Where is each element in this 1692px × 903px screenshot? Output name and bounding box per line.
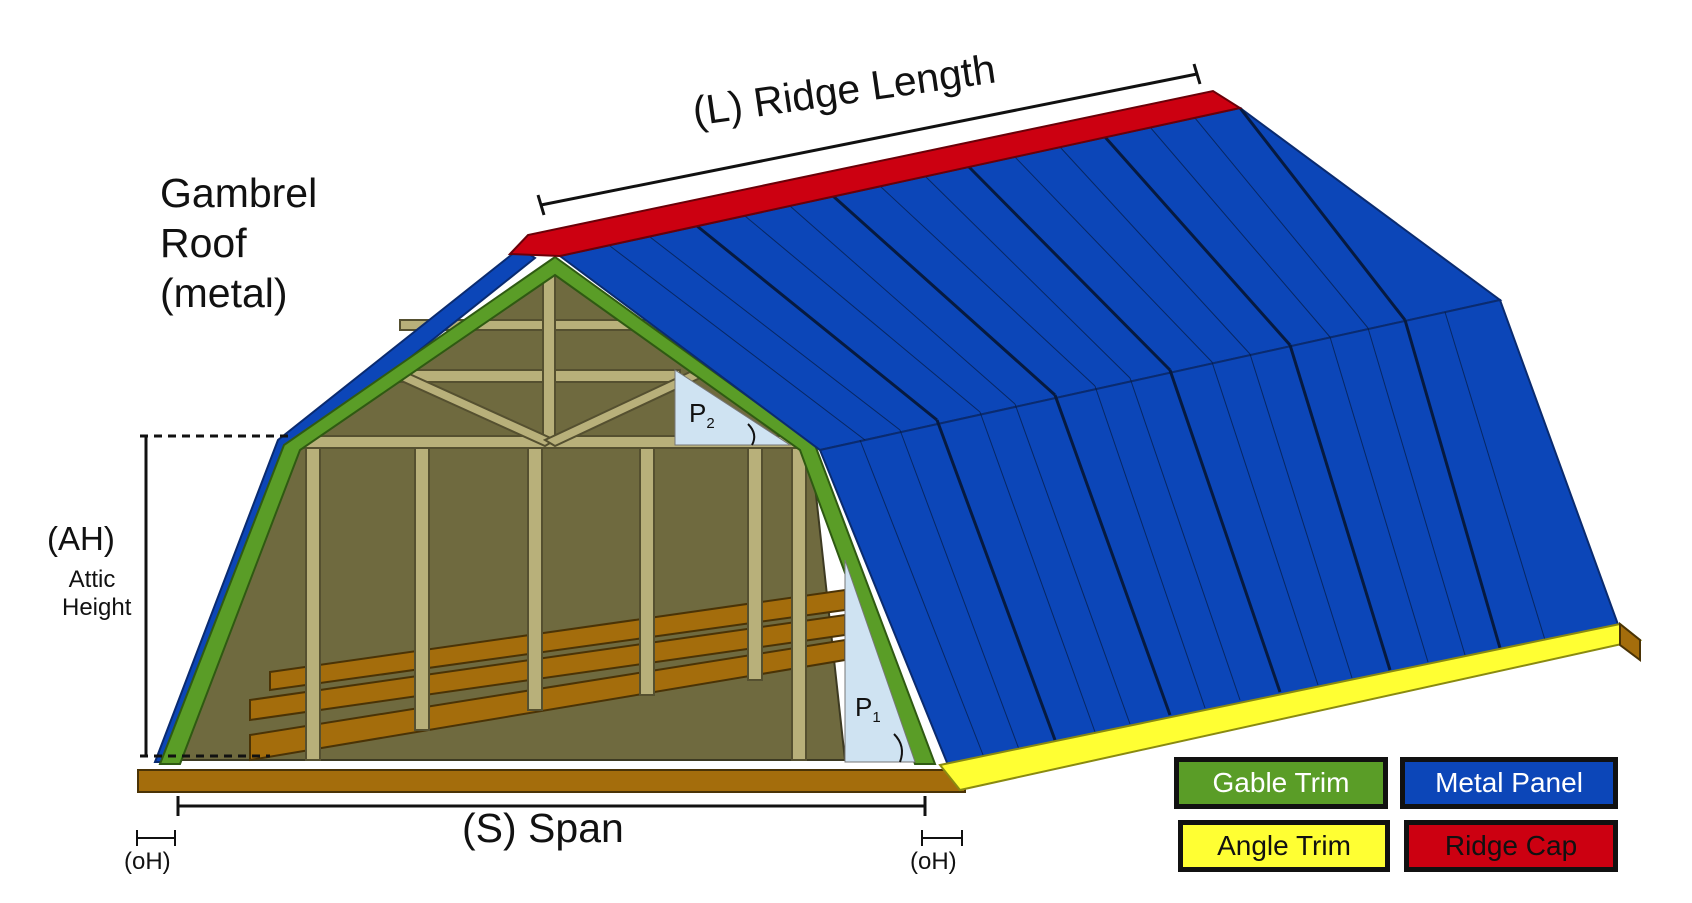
title-line-3: (metal): [160, 270, 288, 316]
pitch-arc-upper: [747, 423, 756, 446]
pitch-upper-label: P2: [689, 400, 715, 431]
lower-panel-ribs: [859, 311, 1546, 761]
title-line-1: Gambrel: [160, 170, 318, 216]
legend-ridge-cap: Ridge Cap: [1404, 820, 1618, 872]
pitch-triangle-upper: [674, 369, 792, 446]
diagram-title: Gambrel Roof (metal): [160, 168, 317, 318]
attic-height-line-2: Height: [62, 594, 132, 621]
ridge-length-dimension: [536, 63, 1202, 216]
attic-height-label: Attic Height: [62, 566, 132, 622]
eave-fascia: [1619, 621, 1641, 662]
span-label: (S) Span: [462, 805, 624, 851]
upper-panel-ribs: [609, 117, 1369, 441]
upper-panel-seams: [696, 107, 1407, 422]
attic-height-abbr: (AH): [47, 520, 115, 557]
title-line-2: Roof: [160, 220, 247, 266]
gable-trim: [158, 255, 937, 765]
overhang-left-label: (oH): [124, 848, 171, 875]
legend-metal-panel: Metal Panel: [1400, 757, 1618, 809]
pitch-triangle-lower: [844, 559, 916, 763]
legend-angle-trim: Angle Trim: [1178, 820, 1390, 872]
floor-deck: [137, 769, 966, 793]
attic-height-dimension: [140, 434, 290, 758]
pitch-lower-sub: 1: [872, 709, 881, 727]
legend-gable-trim: Gable Trim: [1174, 757, 1388, 809]
pitch-lower-label: P1: [855, 694, 881, 725]
attic-height-line-1: Attic: [68, 566, 116, 593]
overhang-dimensions: [136, 830, 963, 846]
pitch-lower-letter: P: [855, 692, 873, 722]
lower-panel-seams: [935, 319, 1502, 741]
ridge-cap: [507, 89, 1243, 258]
pitch-upper-sub: 2: [706, 415, 715, 433]
span-dimension: [176, 796, 927, 816]
overhang-right-label: (oH): [910, 848, 957, 875]
pitch-upper-letter: P: [689, 398, 707, 428]
pitch-arc-lower: [893, 733, 903, 763]
